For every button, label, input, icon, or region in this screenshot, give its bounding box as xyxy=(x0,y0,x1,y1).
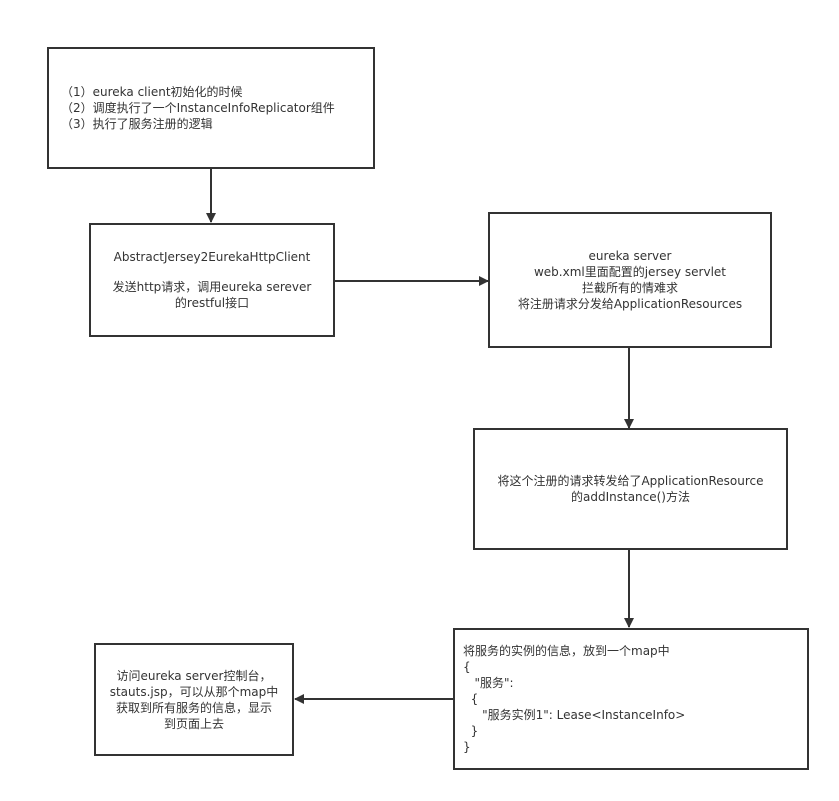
node-client-init: （1）eureka client初始化的时候 （2）调度执行了一个Instanc… xyxy=(47,47,375,169)
node-text-line: 发送http请求，调用eureka serever xyxy=(112,280,312,294)
node-text-line: （1）eureka client初始化的时候 xyxy=(61,85,243,99)
node-registry-map: 将服务的实例的信息，放到一个map中 { "服务": { "服务实例1": Le… xyxy=(453,628,809,770)
node-text-line: 拦截所有的情难求 xyxy=(581,281,678,295)
node-text-line: 的addInstance()方法 xyxy=(571,490,690,504)
node-text-line: { xyxy=(463,660,471,674)
node-jersey-client: AbstractJersey2EurekaHttpClient 发送http请求… xyxy=(89,223,335,337)
node-text-line: 将这个注册的请求转发给了ApplicationResource xyxy=(497,474,764,488)
node-text-line: 将注册请求分发给ApplicationResources xyxy=(517,297,743,311)
node-text-line: 获取到所有服务的信息，显示 xyxy=(115,700,272,715)
node-title: AbstractJersey2EurekaHttpClient xyxy=(113,250,311,264)
node-text-line: "服务实例1": Lease<InstanceInfo> xyxy=(463,708,686,722)
node-text-line: 的restful接口 xyxy=(174,296,250,310)
node-text-line: 到页面上去 xyxy=(163,716,224,731)
node-text-line: "服务": xyxy=(463,676,514,690)
node-text-line: 访问eureka server控制台， xyxy=(116,668,272,683)
node-text-line: { xyxy=(463,692,479,706)
node-text-line: eureka server xyxy=(588,249,672,263)
node-text-line: } xyxy=(463,724,479,738)
node-text-line: web.xml里面配置的jersey servlet xyxy=(533,265,727,279)
node-eureka-server: eureka server web.xml里面配置的jersey servlet… xyxy=(488,212,772,348)
node-text-line: } xyxy=(463,740,471,754)
node-text-line: stauts.jsp，可以从那个map中 xyxy=(109,684,279,699)
node-text-line: 将服务的实例的信息，放到一个map中 xyxy=(463,644,670,658)
node-console: 访问eureka server控制台， stauts.jsp，可以从那个map中… xyxy=(94,643,294,756)
node-text-line: （3）执行了服务注册的逻辑 xyxy=(61,117,213,131)
node-application-resource: 将这个注册的请求转发给了ApplicationResource 的addInst… xyxy=(473,428,788,550)
node-text-line: （2）调度执行了一个InstanceInfoReplicator组件 xyxy=(61,101,335,115)
